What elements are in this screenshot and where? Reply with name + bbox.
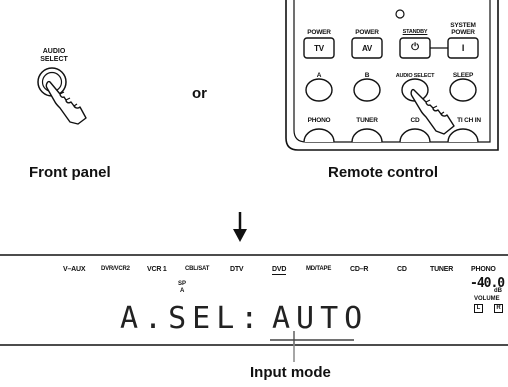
display-panel-frame (0, 254, 508, 346)
source-dvd: DVD (272, 266, 287, 275)
remote-a-label[interactable]: A (316, 72, 322, 79)
display-main-text-left: A.SEL: (120, 301, 265, 336)
volume-unit: dB (494, 288, 502, 294)
remote-audio-select-label[interactable]: AUDIO SELECT (395, 73, 435, 79)
audio-select-label: AUDIO SELECT (40, 48, 68, 63)
remote-multi-ch-in-label[interactable]: TI CH IN (457, 117, 481, 124)
pointing-hand-icon (45, 80, 87, 125)
volume-label: VOLUME (474, 296, 500, 302)
display-main-text-right: AUTO (272, 301, 369, 336)
remote-tv-button[interactable]: TV (314, 44, 324, 53)
speaker-r-indicator: R (494, 304, 503, 313)
remote-tuner-label[interactable]: TUNER (356, 117, 378, 124)
remote-power-tv-label: POWER (307, 29, 331, 36)
remote-standby-button[interactable]: ⏻ (411, 42, 419, 53)
source-cbl-sat: CBL/SAT (185, 266, 210, 272)
remote-b-label[interactable]: B (364, 72, 370, 79)
callout-line (293, 342, 295, 362)
indicator-sp: SP (178, 281, 187, 287)
source-cd: CD (397, 266, 407, 273)
remote-standby-label: STANDBY (402, 29, 428, 35)
source-vcr1: VCR 1 (147, 266, 167, 273)
source-dtv: DTV (230, 266, 244, 273)
volume-readout: -40.0 (470, 276, 505, 291)
or-text: or (192, 85, 207, 102)
source-tuner: TUNER (430, 266, 454, 273)
remote-sleep-label[interactable]: SLEEP (452, 72, 474, 79)
remote-cd-label[interactable]: CD (410, 117, 420, 124)
auto-underline (270, 339, 354, 341)
remote-control-caption: Remote control (328, 164, 439, 181)
remote-power-av-label: POWER (355, 29, 379, 36)
input-mode-callout: Input mode (250, 364, 331, 381)
remote-phono-label[interactable]: PHONO (307, 117, 331, 124)
indicator-a: A (180, 288, 185, 294)
speaker-l-indicator: L (474, 304, 483, 313)
remote-av-button[interactable]: AV (361, 44, 373, 53)
remote-control (285, 0, 499, 151)
remote-system-power-label: SYSTEM POWER (450, 22, 476, 36)
down-arrow-icon (233, 212, 247, 242)
remote-system-power-button[interactable]: I (461, 43, 465, 53)
source-phono: PHONO (471, 266, 496, 273)
source-v-aux: V–AUX (63, 266, 86, 273)
source-cd-r: CD–R (350, 266, 369, 273)
source-dvr-vcr2: DVR/VCR2 (101, 266, 130, 272)
front-panel-audio-select-knob[interactable] (30, 64, 110, 126)
front-panel-caption: Front panel (29, 164, 111, 181)
source-md-tape: MD/TAPE (306, 266, 332, 272)
